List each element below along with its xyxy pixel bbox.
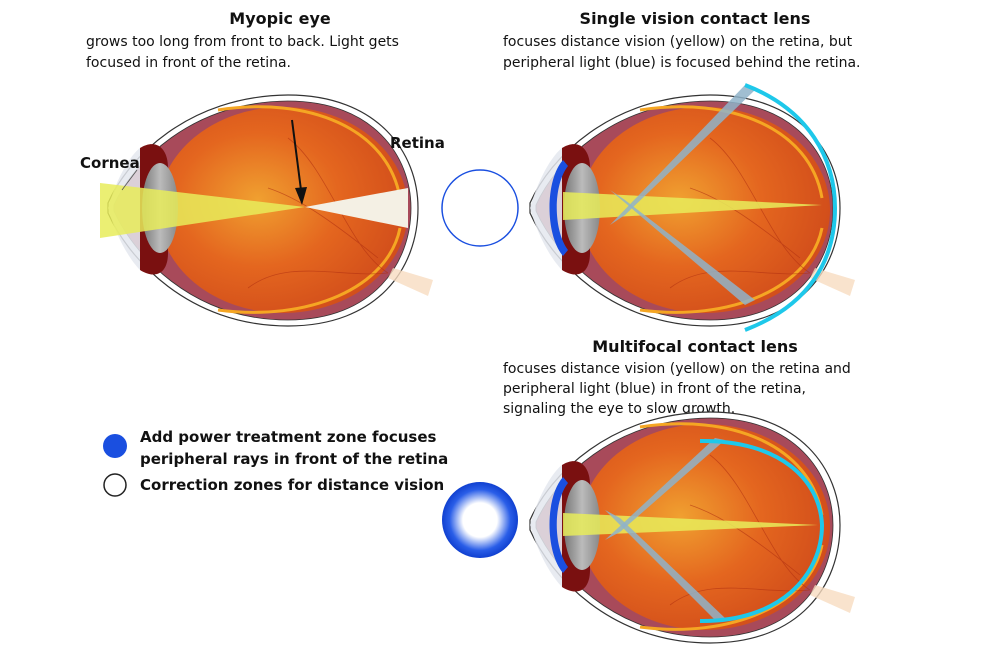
blue-peripheral-rays [610,85,755,225]
yellow-light-rays [563,192,822,220]
myopic-title: Myopic eye [229,9,331,28]
retina-label: Retina [390,134,445,152]
legend: Add power treatment zone focuses periphe… [103,428,448,497]
multifocal-lens-icon [442,482,518,558]
blue-peripheral-rays [605,438,725,540]
cornea-label: Cornea [80,154,140,172]
single-vision-desc-line: focuses distance vision (yellow) on the … [503,34,853,50]
legend-label: Add power treatment zone focuses [140,428,437,446]
single-vision-desc-line: peripheral light (blue) is focused behin… [503,55,861,71]
myopic-desc-line: grows too long from front to back. Light… [86,34,399,50]
correction-zone-swatch [103,473,127,497]
single-vision-title: Single vision contact lens [580,9,811,28]
blue-peripheral-rays [605,510,725,620]
blue-peripheral-rays [610,190,755,305]
single-vision-eye-illustration [528,83,857,332]
focal-plane-curve [699,438,825,624]
multifocal-desc-line: focuses distance vision (yellow) on the … [503,361,851,377]
focus-point-arrow [291,119,302,191]
myopic-desc-line: focused in front of the retina. [86,55,291,71]
contact-lens [549,160,568,256]
legend-label: peripheral rays in front of the retina [140,450,448,468]
myopic-eye-illustration [100,93,435,328]
cornea-leader-line [121,169,138,191]
contact-lens [549,477,568,573]
yellow-light-rays [100,183,305,238]
multifocal-desc-line: peripheral light (blue) in front of the … [503,381,806,397]
arrow-head-icon [295,187,307,205]
multifocal-desc-line: signaling the eye to slow growth. [503,401,735,417]
focal-plane-curve [744,83,838,332]
multifocal-eye-illustration [528,410,857,645]
multifocal-title: Multifocal contact lens [592,337,797,356]
legend-label: Correction zones for distance vision [140,476,444,494]
treatment-zone-swatch [103,434,127,458]
single-vision-lens-icon [441,169,519,247]
diverging-light-rays [305,188,408,228]
